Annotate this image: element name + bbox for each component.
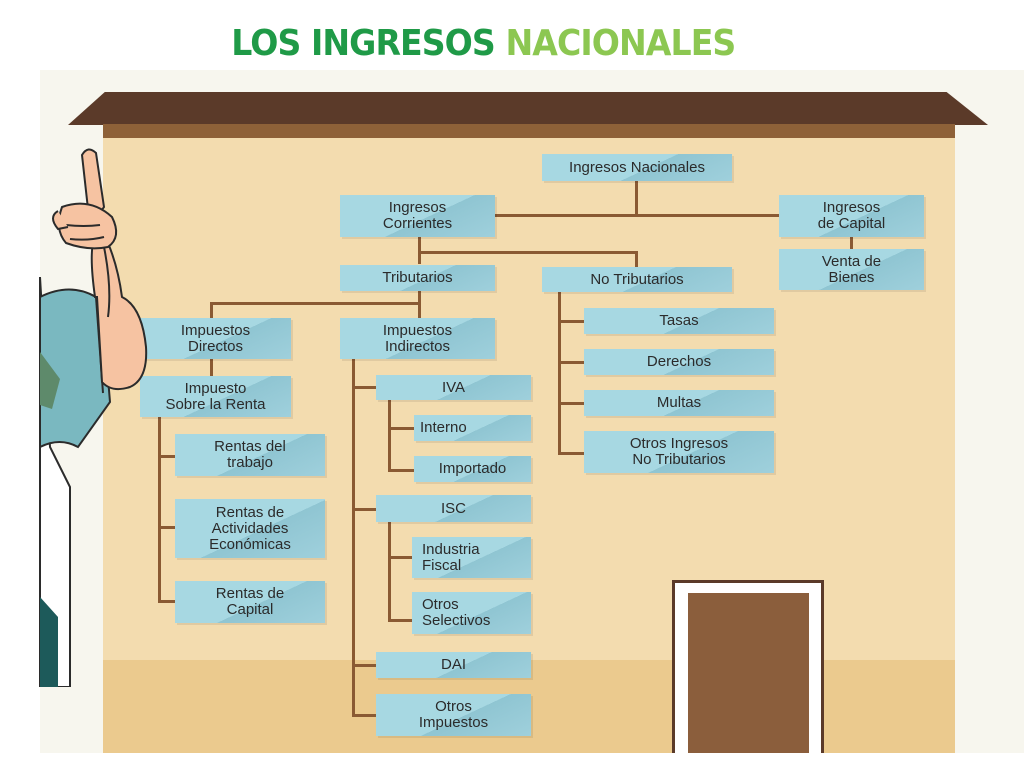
- node-multas: Multas: [584, 390, 774, 416]
- connector: [388, 400, 391, 472]
- node-ingresos-corrientes: Ingresos Corrientes: [340, 195, 495, 237]
- node-impuestos-indirectos: Impuestos Indirectos: [340, 318, 495, 359]
- node-industria-fiscal: Industria Fiscal: [412, 537, 531, 578]
- node-rentas-actividades: Rentas de Actividades Económicas: [175, 499, 325, 558]
- node-impuesto-renta: Impuesto Sobre la Renta: [140, 376, 291, 417]
- node-derechos: Derechos: [584, 349, 774, 375]
- door: [688, 593, 809, 753]
- connector: [352, 358, 355, 716]
- connector: [418, 237, 421, 264]
- connector: [558, 452, 585, 455]
- node-impuestos-directos: Impuestos Directos: [140, 318, 291, 359]
- connector: [158, 455, 178, 458]
- connector: [210, 359, 213, 377]
- connector: [388, 469, 414, 472]
- connector: [158, 600, 178, 603]
- house-scene: Ingresos Nacionales Ingresos Corrientes …: [0, 70, 1024, 753]
- connector: [210, 302, 421, 305]
- connector: [850, 237, 853, 249]
- node-rentas-trabajo: Rentas del trabajo: [175, 434, 325, 476]
- node-tasas: Tasas: [584, 308, 774, 334]
- connector: [635, 251, 638, 267]
- node-venta-bienes: Venta de Bienes: [779, 249, 924, 290]
- connector: [388, 522, 391, 622]
- connector: [388, 427, 414, 430]
- connector: [352, 386, 378, 389]
- connector: [494, 214, 780, 217]
- node-iva: IVA: [376, 375, 531, 400]
- roof: [68, 92, 988, 125]
- connector: [352, 714, 378, 717]
- connector: [210, 302, 213, 318]
- node-isc: ISC: [376, 495, 531, 522]
- connector: [388, 619, 414, 622]
- pointing-hand-illustration: [39, 148, 148, 687]
- connector: [158, 526, 178, 529]
- connector: [388, 556, 414, 559]
- node-ingresos-capital: Ingresos de Capital: [779, 195, 924, 237]
- title-part-2: NACIONALES: [505, 23, 736, 64]
- connector: [558, 402, 585, 405]
- node-otros-impuestos: Otros Impuestos: [376, 694, 531, 736]
- connector: [352, 508, 378, 511]
- connector: [558, 290, 561, 455]
- node-otros-ingresos-no-tributarios: Otros Ingresos No Tributarios: [584, 431, 774, 473]
- node-ingresos-nacionales: Ingresos Nacionales: [542, 154, 732, 181]
- connector: [352, 664, 378, 667]
- roof-band: [103, 124, 955, 138]
- node-otros-selectivos: Otros Selectivos: [412, 592, 531, 634]
- title-part-1: LOS INGRESOS: [231, 23, 496, 64]
- node-interno: Interno: [414, 415, 531, 441]
- node-rentas-capital: Rentas de Capital: [175, 581, 325, 623]
- node-importado: Importado: [414, 456, 531, 482]
- connector: [158, 416, 161, 602]
- page-title: LOS INGRESOS NACIONALES: [222, 20, 736, 68]
- connector: [418, 251, 638, 254]
- connector: [558, 361, 585, 364]
- node-dai: DAI: [376, 652, 531, 678]
- node-no-tributarios: No Tributarios: [542, 267, 732, 292]
- node-tributarios: Tributarios: [340, 265, 495, 291]
- connector: [635, 180, 638, 216]
- connector: [558, 320, 585, 323]
